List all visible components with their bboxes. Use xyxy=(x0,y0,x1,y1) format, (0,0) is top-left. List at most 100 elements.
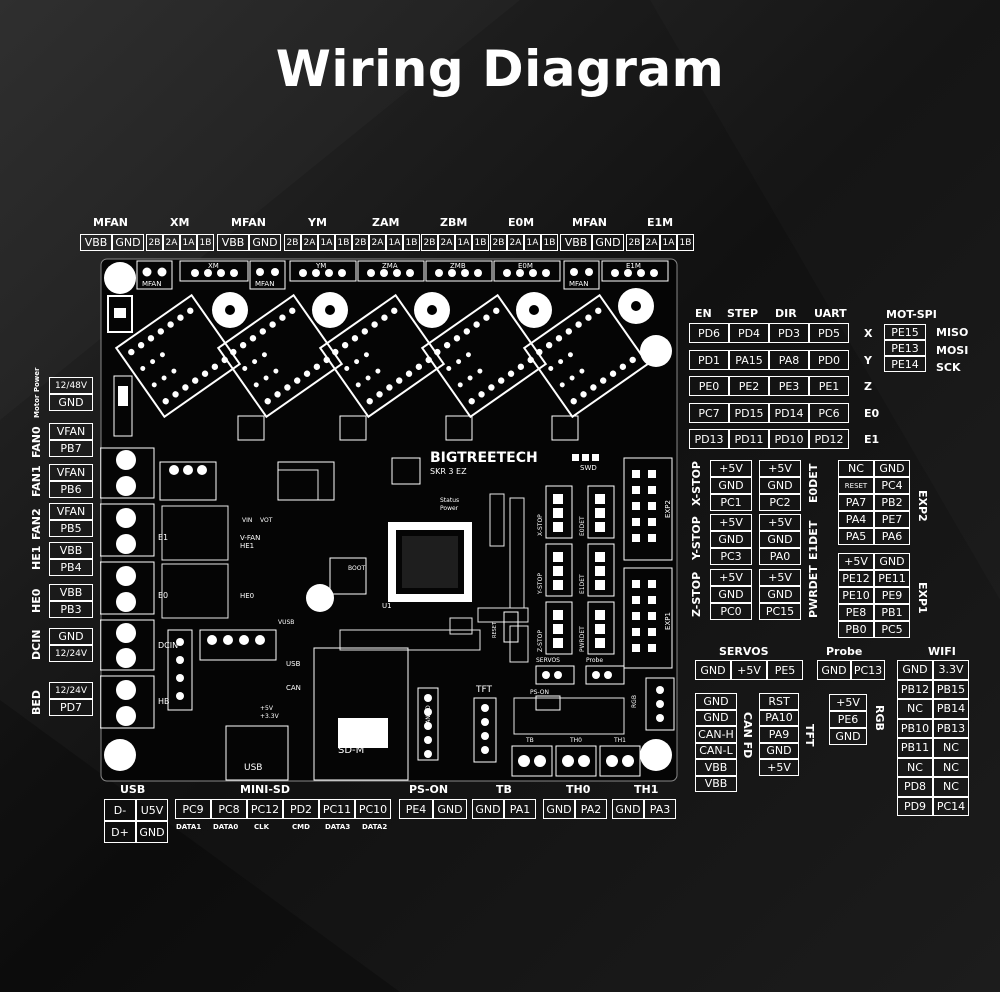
endstop-label-e0det: E0DET xyxy=(807,463,820,503)
canfd-pins: GND GND CAN-H CAN-L VBB VBB xyxy=(695,693,737,792)
silk-zmb: ZMB xyxy=(450,262,466,270)
pin: 2B xyxy=(284,234,301,251)
silk-xstop: X-STOP xyxy=(537,514,544,536)
pin: PE8 xyxy=(838,604,874,621)
bottom-th0-label: TH0 xyxy=(566,783,591,796)
driver-pins-y: PD1 PA15 PA8 PD0 xyxy=(689,350,849,370)
pin: VBB xyxy=(695,775,737,792)
pin: 2B xyxy=(626,234,643,251)
usb-connector xyxy=(225,725,289,781)
silk-th1: TH1 xyxy=(613,737,626,744)
pin: GND xyxy=(472,799,504,819)
pin: GND xyxy=(433,799,467,819)
bottom-th1-pins: GND PA3 xyxy=(612,799,676,819)
silk-e1det: E1DET xyxy=(579,574,586,594)
pin: 1B xyxy=(403,234,420,251)
left-pins-he1: VBB PB4 xyxy=(49,542,93,576)
left-pins-dcin: GND 12/24V xyxy=(49,628,93,662)
pin: PD11 xyxy=(729,429,769,449)
wifi-label: WIFI xyxy=(928,645,956,658)
rgb-pins: +5V PE6 GND xyxy=(829,694,867,745)
driver-pins-e1: PD13 PD11 PD10 PD12 xyxy=(689,429,849,449)
pin: GND xyxy=(695,693,737,710)
sd-socket xyxy=(313,647,409,781)
endstop-label-e1det: E1DET xyxy=(807,520,820,560)
left-pins-he0: VBB PB3 xyxy=(49,584,93,618)
top-label-ym: YM xyxy=(308,216,327,229)
pin: GND xyxy=(874,553,910,570)
endstop-pins-e1det: +5V GND PA0 xyxy=(759,514,801,565)
pin: PB13 xyxy=(933,718,969,738)
pin: 1B xyxy=(541,234,558,251)
silk-he1: HE1 xyxy=(240,542,254,550)
pin: PC9 xyxy=(175,799,211,819)
minisd-sub-cmd: CMD xyxy=(292,823,310,831)
silk-pwrdet: PWRDET xyxy=(579,626,586,652)
pin: 3.3V xyxy=(933,660,969,680)
driver-axis-y: Y xyxy=(864,354,872,367)
silk-rgb: RGB xyxy=(631,695,638,708)
bottom-tb-pins: GND PA1 xyxy=(472,799,536,819)
top-pin-group-mfan0: VBB GND xyxy=(80,234,144,251)
top-label-mfan0: MFAN xyxy=(93,216,128,229)
pin: PB7 xyxy=(49,440,93,457)
pin: GND xyxy=(817,660,851,680)
silk-plus3v3: +3.3V xyxy=(260,713,280,720)
pin: NC xyxy=(897,757,933,777)
pin: GND xyxy=(592,234,624,251)
pin: GND xyxy=(829,728,867,745)
pin: PA10 xyxy=(759,709,799,726)
pin: +5V xyxy=(759,514,801,531)
pin: RST xyxy=(759,693,799,710)
left-label-bed: BED xyxy=(30,689,43,715)
pin: PD7 xyxy=(49,699,93,716)
pin: 1A xyxy=(386,234,403,251)
pin: GND xyxy=(759,477,801,494)
pin: PA7 xyxy=(838,494,874,511)
pin: PE5 xyxy=(767,660,803,680)
silk-ym: YM xyxy=(315,262,326,270)
pin: D- xyxy=(104,799,136,821)
pin: PE10 xyxy=(838,587,874,604)
pin: 12/48V xyxy=(49,377,93,394)
silk-e1m: E1M xyxy=(626,262,641,270)
endstop-label-ystop: Y-STOP xyxy=(690,516,703,560)
left-label-he0: HE0 xyxy=(30,588,43,613)
pin: PA5 xyxy=(838,528,874,545)
pin: GND xyxy=(759,742,799,759)
pin: PB10 xyxy=(897,718,933,738)
pin: PC2 xyxy=(759,494,801,511)
top-pin-group-zbm: 2B 2A 1A 1B xyxy=(421,234,489,251)
pin: +5V xyxy=(710,514,752,531)
pin: GND xyxy=(874,460,910,477)
pin: PA6 xyxy=(874,528,910,545)
exp1-pins: +5V GND PE12 PE11 PE10 PE9 PE8 PB1 PB0 P… xyxy=(838,553,910,638)
pin: PC6 xyxy=(809,403,849,423)
top-pin-group-ym: 2B 2A 1A 1B xyxy=(284,234,352,251)
mount-hole xyxy=(640,335,672,367)
pin: +5V xyxy=(731,660,767,680)
silk-usb-label: USB xyxy=(286,660,301,668)
pin: PB3 xyxy=(49,601,93,618)
pin: 2A xyxy=(438,234,455,251)
tft-label: TFT xyxy=(803,724,816,747)
left-label-fan0: FAN0 xyxy=(30,426,43,458)
driver-header-uart: UART xyxy=(814,307,847,320)
pin: PB15 xyxy=(933,679,969,699)
silk-power: Power xyxy=(440,505,459,512)
silk-exp2: EXP2 xyxy=(664,500,672,518)
exp2-pins: NC GND RESET PC4 PA7 PB2 PA4 PE7 PA5 PA6 xyxy=(838,460,910,545)
silk-tb: TB xyxy=(525,737,534,744)
top-label-mfan2: MFAN xyxy=(572,216,607,229)
pin: VFAN xyxy=(49,423,93,440)
pcb-board: MFAN XM MFAN YM ZMA ZMB E0M MFAN E1M xyxy=(100,258,678,782)
top-connector-mfan2 xyxy=(563,260,600,290)
silk-boot: BOOT xyxy=(348,565,365,572)
driver-pins-z: PE0 PE2 PE3 PE1 xyxy=(689,376,849,396)
pin: 1A xyxy=(455,234,472,251)
pin: PE13 xyxy=(884,340,926,356)
pin: PD0 xyxy=(809,350,849,370)
motor-power-label: Motor Power xyxy=(33,367,41,418)
pin: PD15 xyxy=(729,403,769,423)
pin: 2A xyxy=(369,234,386,251)
